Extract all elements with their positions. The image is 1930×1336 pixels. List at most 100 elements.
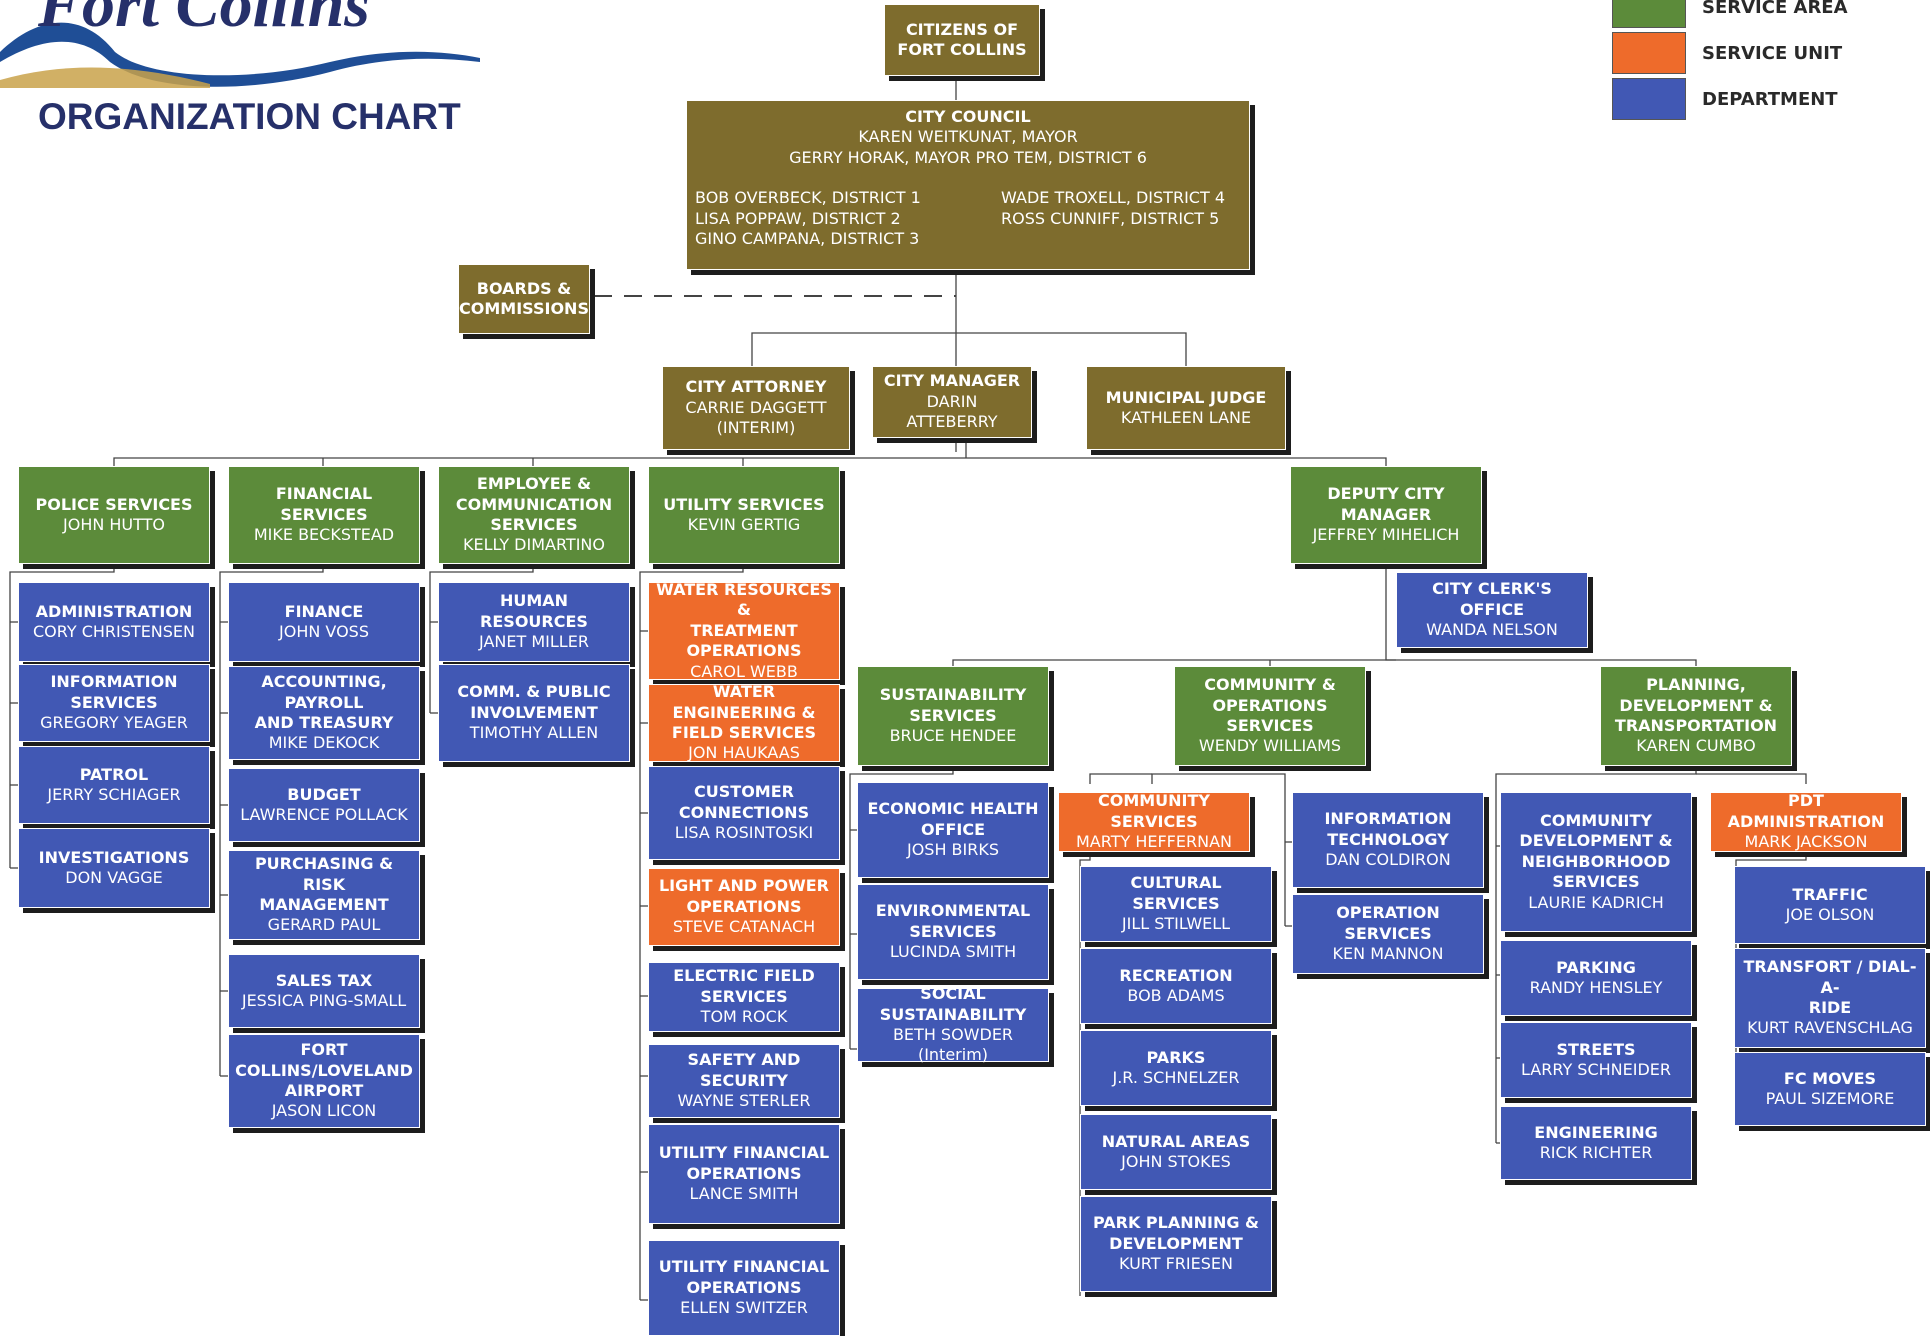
legend-swatch xyxy=(1612,0,1686,28)
node-title: SUSTAINABILITY xyxy=(879,685,1027,705)
node-person: TOM ROCK xyxy=(700,1007,788,1027)
council-title: CITY COUNCIL xyxy=(905,107,1031,126)
node-person: MIKE DEKOCK xyxy=(268,733,380,753)
node-person: JOHN HUTTO xyxy=(63,515,165,534)
node-title: CULTURAL SERVICES xyxy=(1130,873,1222,913)
council-pro-tem: GERRY HORAK, MAYOR PRO TEM, DISTRICT 6 xyxy=(789,147,1147,167)
node-title: FORT COLLINS xyxy=(897,40,1027,59)
page-title: ORGANIZATION CHART xyxy=(38,96,461,137)
node-person: CORY CHRISTENSEN xyxy=(33,622,195,641)
node-person: KAREN CUMBO xyxy=(1636,736,1756,756)
node-person: KEVIN GERTIG xyxy=(687,515,801,534)
node-title: NEIGHBORHOOD xyxy=(1521,851,1671,871)
council-member: WADE TROXELL, DISTRICT 4 xyxy=(1001,188,1225,208)
node-title: FINANCIAL SERVICES xyxy=(275,484,373,524)
node-person: BETH SOWDER xyxy=(892,1025,1014,1044)
node-title: TRANSPORTATION xyxy=(1614,716,1778,735)
node-person: JOE OLSON xyxy=(1785,905,1875,924)
node-title: WATER ENGINEERING & xyxy=(672,682,816,722)
fort-collins-logo: Fort Collins xyxy=(0,0,480,88)
node-title: PATROL xyxy=(79,764,149,784)
node-title: OPERATIONS xyxy=(686,896,802,916)
node-person: KURT RAVENSCHLAG xyxy=(1747,1018,1913,1038)
node-title: HUMAN RESOURCES xyxy=(480,591,588,631)
node-person: WENDY WILLIAMS xyxy=(1198,736,1342,756)
node-title: RECREATION xyxy=(1119,965,1233,985)
node-title: FINANCE xyxy=(284,601,364,621)
legend-item: DEPARTMENT xyxy=(1612,78,1838,120)
node-title: AIRPORT xyxy=(284,1081,364,1100)
node-person: DON VAGGE xyxy=(65,868,163,887)
node-person: JOSH BIRKS xyxy=(906,840,1000,860)
council-member: BOB OVERBECK, DISTRICT 1 xyxy=(695,188,921,208)
node-title: FORT COLLINS/LOVELAND xyxy=(235,1040,413,1080)
node-title: FIELD SERVICES xyxy=(671,723,817,742)
node-title: PDT ADMINISTRATION xyxy=(1727,791,1885,831)
node-person: KEN MANNON xyxy=(1332,944,1444,964)
node-council[interactable]: CITY COUNCIL KAREN WEITKUNAT, MAYOR GERR… xyxy=(686,100,1250,270)
node-title: AND TREASURY xyxy=(254,713,394,732)
node-person: LANCE SMITH xyxy=(689,1184,799,1204)
node-title: ELECTRIC FIELD SERVICES xyxy=(673,966,815,1006)
council-members-right: WADE TROXELL, DISTRICT 4 ROSS CUNNIFF, D… xyxy=(1001,188,1225,249)
node-title: ADMINISTRATION xyxy=(35,601,193,621)
node-title: COMMUNITY & xyxy=(1204,675,1336,695)
node-title: COMMUNITY SERVICES xyxy=(1097,791,1211,831)
node-boards[interactable]: BOARDS &COMMISSIONS xyxy=(458,264,590,334)
node-person: ELLEN SWITZER xyxy=(680,1298,808,1318)
node-person: JASON LICON xyxy=(271,1101,377,1121)
